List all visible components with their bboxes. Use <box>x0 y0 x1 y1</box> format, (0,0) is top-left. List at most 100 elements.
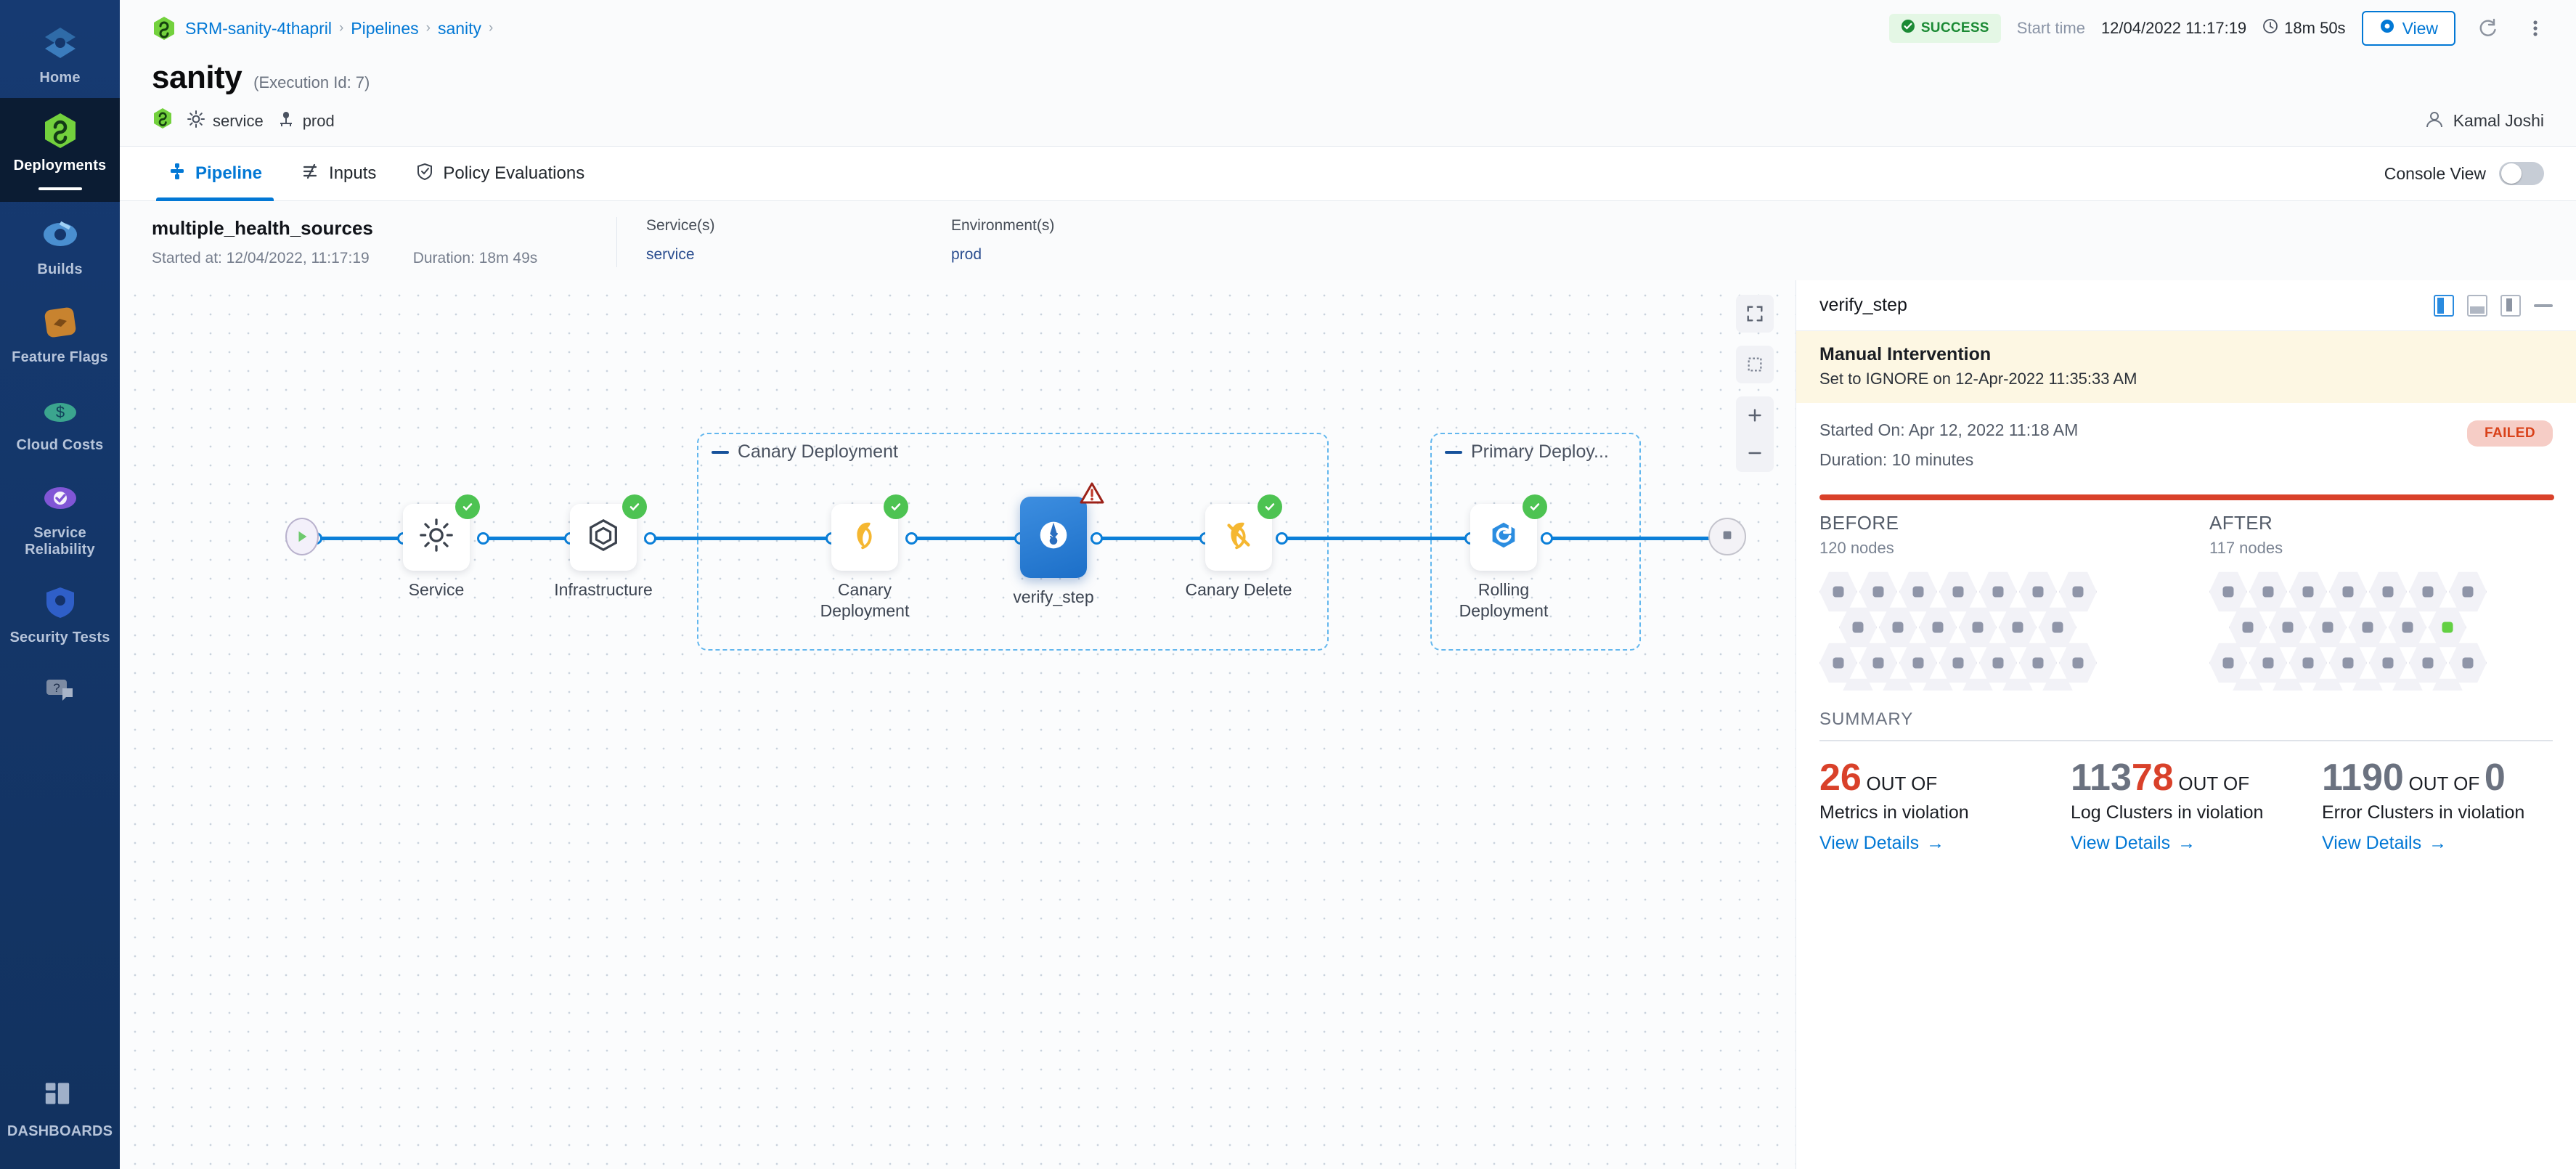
node-hex[interactable] <box>2429 677 2466 691</box>
environments-value[interactable]: prod <box>951 246 982 263</box>
node-hex[interactable] <box>2019 571 2057 613</box>
stage-group-primary-deployment[interactable]: Primary Deploy... <box>1430 433 1641 651</box>
breadcrumb-item-project[interactable]: SRM-sanity-4thapril <box>185 18 332 38</box>
graph-node-infrastructure[interactable]: Infrastructure <box>554 494 653 599</box>
node-hex[interactable] <box>1919 606 1957 648</box>
node-box[interactable] <box>403 494 480 571</box>
node-hex[interactable] <box>2249 642 2287 684</box>
node-hex[interactable] <box>1959 677 1997 691</box>
layout-float-icon[interactable] <box>2500 294 2521 317</box>
node-hex[interactable] <box>2289 571 2327 613</box>
breadcrumb-item-pipelines[interactable]: Pipelines <box>351 18 419 38</box>
minimize-icon[interactable] <box>2534 304 2553 307</box>
before-node-grid[interactable] <box>1819 571 2164 691</box>
node-hex[interactable] <box>2059 642 2097 684</box>
node-hex[interactable] <box>2249 571 2287 613</box>
node-hex[interactable] <box>2209 571 2247 613</box>
node-box[interactable] <box>1020 482 1104 578</box>
collapse-dash-icon[interactable] <box>712 450 729 454</box>
sidebar-item-builds[interactable]: Builds <box>0 202 120 290</box>
pipeline-end-node[interactable] <box>1708 518 1746 555</box>
node-hex[interactable] <box>1939 571 1977 613</box>
node-hex[interactable] <box>1859 571 1897 613</box>
node-hex[interactable] <box>1899 642 1937 684</box>
sidebar-item-dashboards[interactable]: DASHBOARDS <box>0 1064 120 1169</box>
node-hex[interactable] <box>2019 642 2057 684</box>
more-options-icon[interactable] <box>2519 12 2551 44</box>
node-hex[interactable] <box>2449 642 2487 684</box>
pipeline-start-node[interactable] <box>285 518 319 555</box>
graph-node-service[interactable]: Service <box>403 494 480 599</box>
node-hex[interactable] <box>2059 571 2097 613</box>
node-hex[interactable] <box>2409 642 2447 684</box>
node-box[interactable] <box>1205 494 1282 571</box>
node-hex[interactable] <box>2349 677 2387 691</box>
zoom-out-icon[interactable] <box>1736 434 1774 472</box>
console-view-toggle[interactable]: Console View <box>2384 162 2544 185</box>
node-box[interactable] <box>831 494 908 571</box>
node-hex[interactable] <box>2349 606 2387 648</box>
node-hex[interactable] <box>2229 677 2267 691</box>
layout-right-icon[interactable] <box>2434 294 2454 317</box>
tab-policy-evaluations[interactable]: Policy Evaluations <box>399 146 600 201</box>
sidebar-item-feature-flags[interactable]: Feature Flags <box>0 290 120 378</box>
sidebar-item-security-tests[interactable]: Security Tests <box>0 570 120 658</box>
sidebar-item-help[interactable]: ? <box>0 658 120 729</box>
node-hex[interactable] <box>1819 571 1857 613</box>
services-value[interactable]: service <box>646 246 695 263</box>
node-hex[interactable] <box>2329 642 2367 684</box>
node-hex[interactable] <box>1939 642 1977 684</box>
node-hex[interactable] <box>1839 677 1877 691</box>
graph-node-canary-delete[interactable]: Canary Delete <box>1185 494 1292 599</box>
node-hex[interactable] <box>1979 642 2017 684</box>
node-hex[interactable] <box>2389 606 2426 648</box>
node-hex[interactable] <box>1819 642 1857 684</box>
node-hex[interactable] <box>2039 677 2076 691</box>
pipeline-canvas[interactable]: Canary Deployment Primary Deploy... <box>120 280 1796 1169</box>
node-hex[interactable] <box>1919 677 1957 691</box>
node-hex[interactable] <box>2309 606 2347 648</box>
layout-bottom-icon[interactable] <box>2467 294 2487 317</box>
node-hex[interactable] <box>2369 571 2407 613</box>
node-hex[interactable] <box>1979 571 2017 613</box>
node-hex[interactable] <box>2269 677 2307 691</box>
node-box[interactable] <box>570 494 647 571</box>
node-hex[interactable] <box>2309 677 2347 691</box>
node-hex[interactable] <box>2209 642 2247 684</box>
tab-pipeline[interactable]: Pipeline <box>152 146 278 201</box>
graph-node-verify-step[interactable]: verify_step <box>1013 482 1104 606</box>
view-details-link[interactable]: View Details → <box>2322 833 2447 854</box>
node-hex[interactable] <box>1859 642 1897 684</box>
node-hex[interactable] <box>1879 606 1917 648</box>
sidebar-item-service-reliability[interactable]: Service Reliability <box>0 465 120 570</box>
fit-screen-icon[interactable] <box>1736 295 1774 333</box>
collapse-dash-icon[interactable] <box>1445 450 1462 454</box>
node-hex[interactable] <box>2449 571 2487 613</box>
node-hex[interactable] <box>2289 642 2327 684</box>
view-details-link[interactable]: View Details → <box>1819 833 1944 854</box>
node-hex[interactable] <box>1879 677 1917 691</box>
console-view-switch[interactable] <box>2499 162 2544 185</box>
node-hex[interactable] <box>2229 606 2267 648</box>
zoom-in-icon[interactable] <box>1736 396 1774 434</box>
tab-inputs[interactable]: Inputs <box>285 146 392 201</box>
node-hex[interactable] <box>2389 677 2426 691</box>
select-area-icon[interactable] <box>1736 346 1774 383</box>
node-hex[interactable] <box>2039 606 2076 648</box>
sidebar-item-deployments[interactable]: Deployments <box>0 98 120 202</box>
view-button[interactable]: View <box>2361 11 2455 46</box>
node-hex[interactable] <box>1959 606 1997 648</box>
node-hex[interactable] <box>1999 677 2037 691</box>
sidebar-item-home[interactable]: Home <box>0 10 120 98</box>
node-hex[interactable] <box>2409 571 2447 613</box>
node-hex[interactable] <box>1999 606 2037 648</box>
view-details-link[interactable]: View Details → <box>2071 833 2196 854</box>
node-hex[interactable] <box>2329 571 2367 613</box>
node-hex[interactable] <box>1899 571 1937 613</box>
node-box[interactable] <box>1470 494 1547 571</box>
graph-node-rolling-deployment[interactable]: Rolling Deployment <box>1459 494 1548 620</box>
stage-group-canary-deployment[interactable]: Canary Deployment <box>697 433 1329 651</box>
refresh-icon[interactable] <box>2471 12 2503 44</box>
service-chip[interactable]: service <box>187 110 264 133</box>
node-hex[interactable] <box>2429 606 2466 648</box>
